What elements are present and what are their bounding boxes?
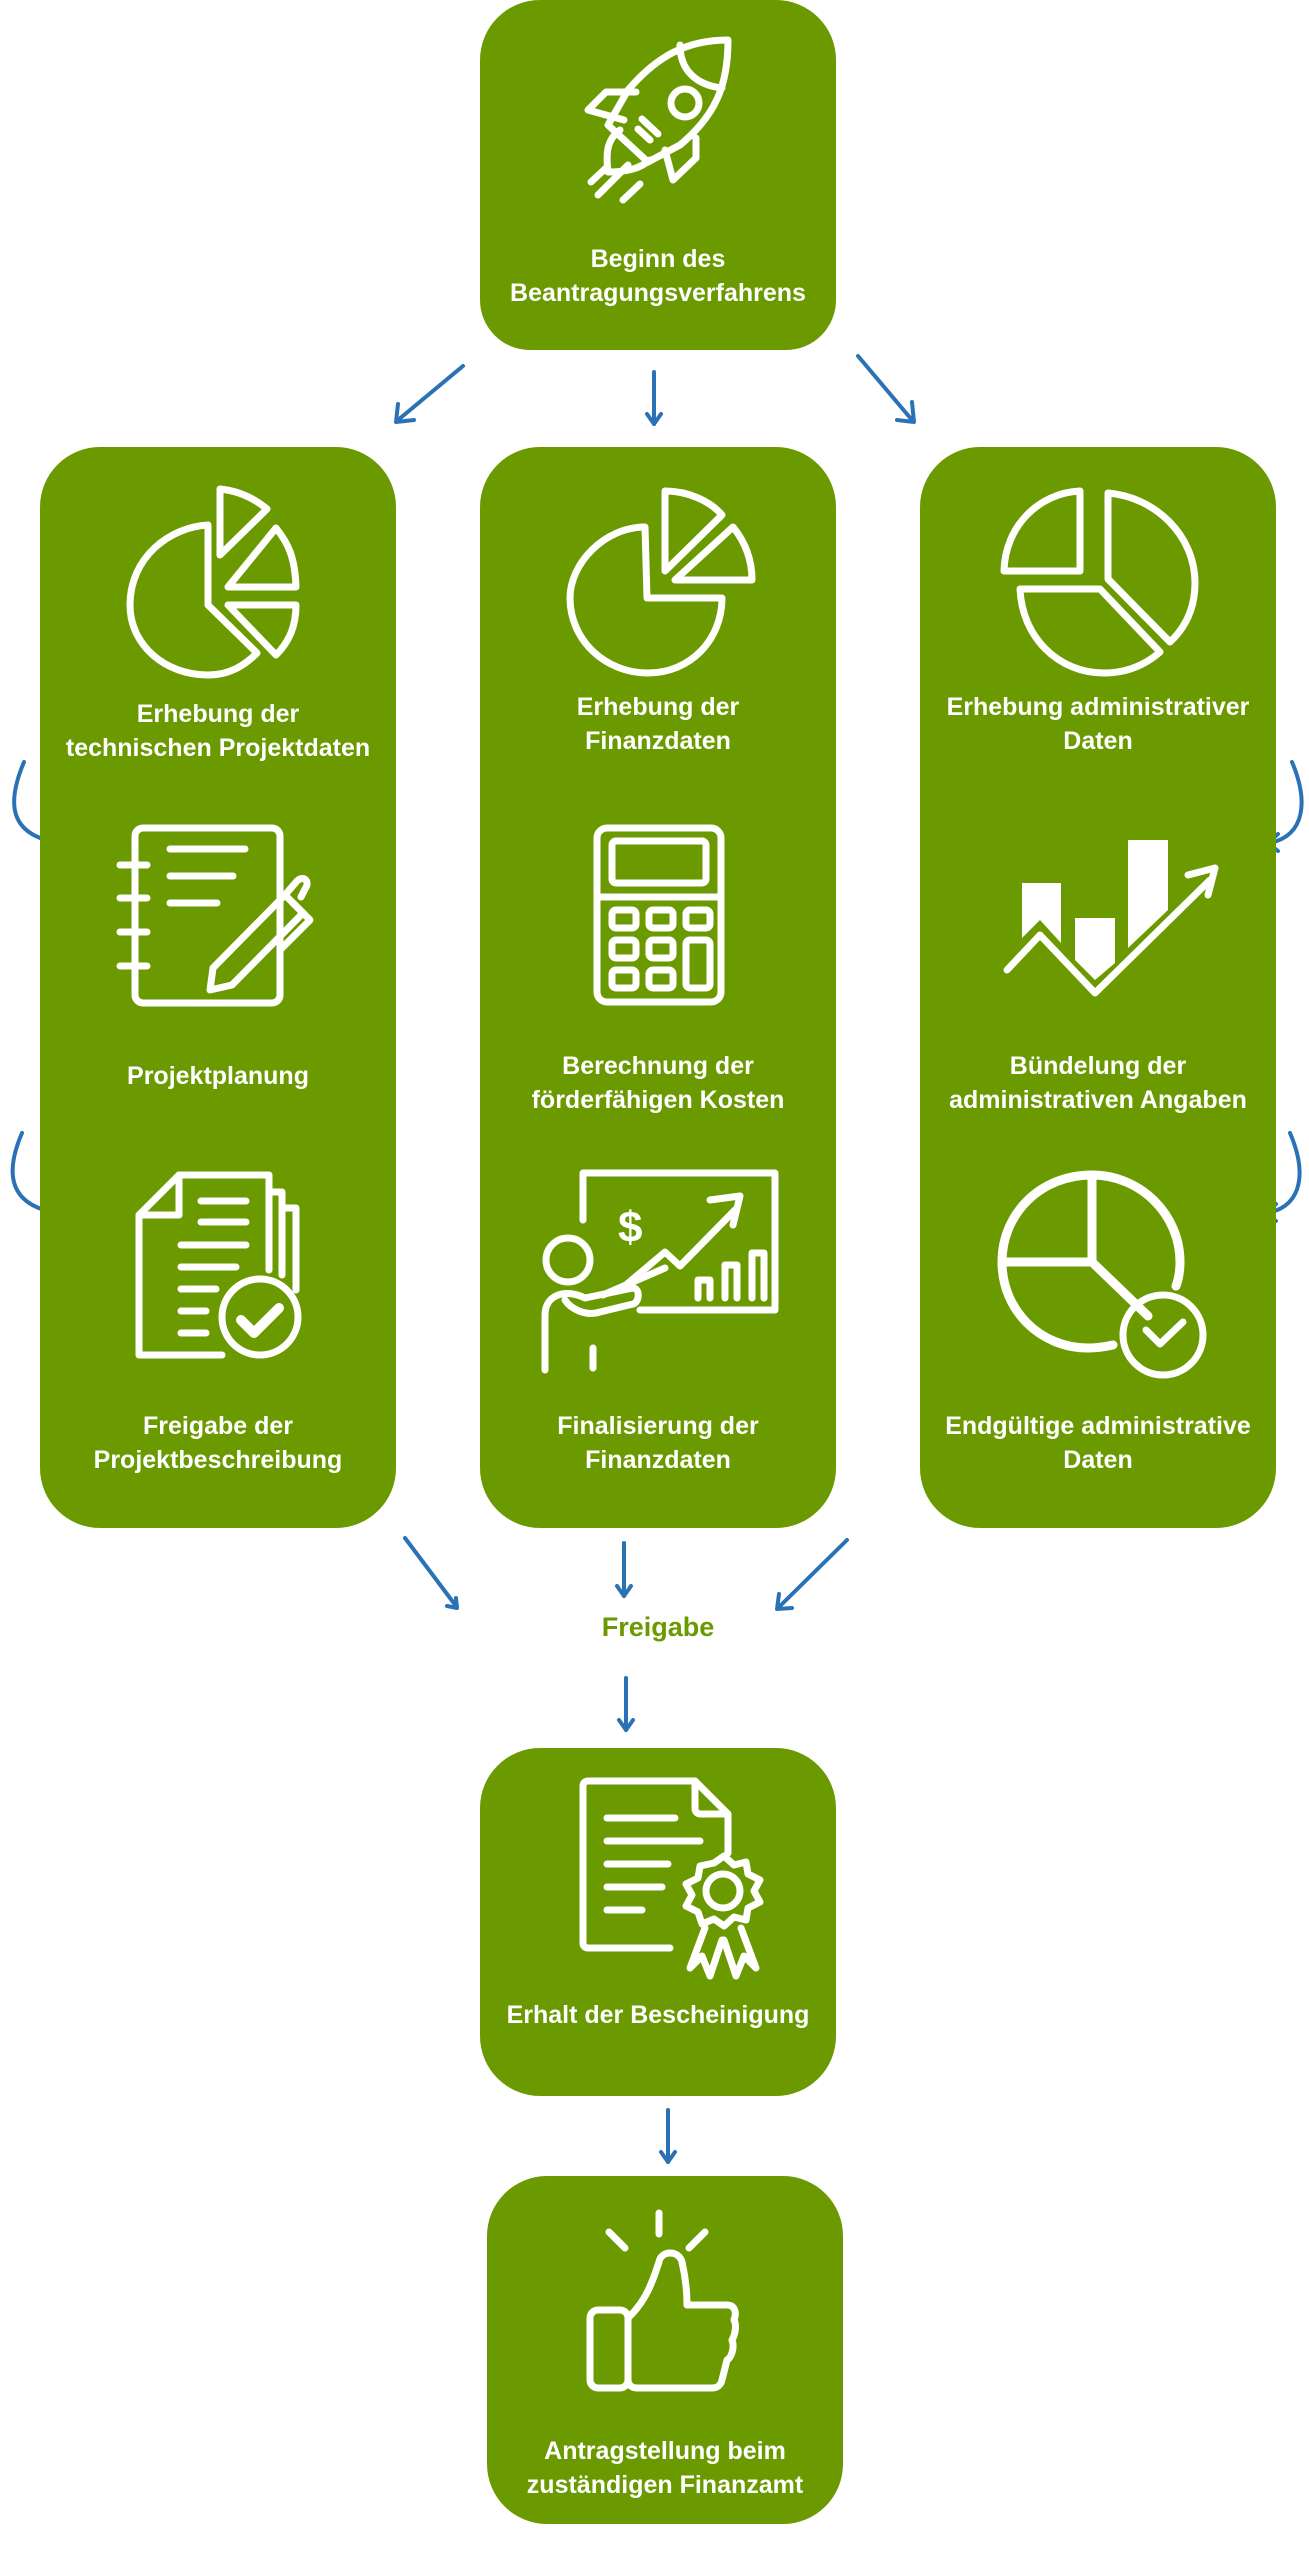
arrow-right-to-approval	[775, 1538, 849, 1611]
pie-chart-check-icon	[997, 1170, 1220, 1390]
step-final-label: Antragstellung beim zuständigen Finanzam…	[526, 2437, 804, 2499]
arrow-approval-to-certificate	[617, 1676, 635, 1732]
column-technical: Erhebung der technischen Projektdaten Pr…	[40, 447, 396, 1528]
rocket-icon	[568, 30, 748, 210]
approval-label: Freigabe	[601, 1612, 715, 1642]
certificate-icon	[579, 1777, 764, 1980]
step-technical-2-label: Projektplanung	[127, 1062, 309, 1090]
growth-chart-icon	[1003, 835, 1225, 1000]
step-certificate: Erhalt der Bescheinigung	[480, 1748, 836, 2096]
step-admin-1-label: Erhebung administrativer Daten	[946, 693, 1250, 755]
arrow-middle-to-approval	[615, 1541, 633, 1598]
presentation-chart-icon: $	[540, 1169, 780, 1374]
notebook-pen-icon	[115, 824, 325, 1010]
arrow-certificate-to-final	[659, 2108, 677, 2164]
pie-chart-segments-icon	[1000, 487, 1200, 677]
arrow-left-to-approval	[403, 1536, 459, 1610]
arrow-start-to-left	[394, 364, 465, 424]
thumbs-up-icon	[586, 2209, 739, 2392]
step-certificate-label: Erhalt der Bescheinigung	[506, 2001, 810, 2029]
step-start: Beginn des Beantragungsverfahrens	[480, 0, 836, 350]
step-admin-2-label: Bündelung der administrativen Angaben	[949, 1052, 1247, 1114]
pie-chart-exploded-icon	[126, 485, 310, 679]
pie-chart-icon	[566, 485, 756, 677]
calculator-icon	[593, 824, 725, 1006]
step-technical-3-label: Freigabe der Projektbeschreibung	[93, 1412, 343, 1474]
step-start-label: Beginn des Beantragungsverfahrens	[510, 245, 806, 307]
step-financial-2-label: Berechnung der förderfähigen Kosten	[531, 1052, 785, 1114]
arrow-start-to-middle	[645, 370, 663, 426]
step-technical-1-label: Erhebung der technischen Projektdaten	[65, 700, 371, 762]
svg-text:$: $	[618, 1203, 642, 1252]
step-admin-3-label: Endgültige administrative Daten	[945, 1412, 1251, 1474]
column-financial: Erhebung der Finanzdaten Berechnung der …	[480, 447, 836, 1528]
arrow-start-to-right	[856, 354, 916, 424]
step-financial-1-label: Erhebung der Finanzdaten	[576, 693, 740, 755]
column-administrative: Erhebung administrativer Daten Bündelung…	[920, 447, 1276, 1528]
documents-check-icon	[134, 1170, 309, 1360]
step-financial-3-label: Finalisierung der Finanzdaten	[557, 1412, 759, 1474]
step-final: Antragstellung beim zuständigen Finanzam…	[487, 2176, 843, 2524]
